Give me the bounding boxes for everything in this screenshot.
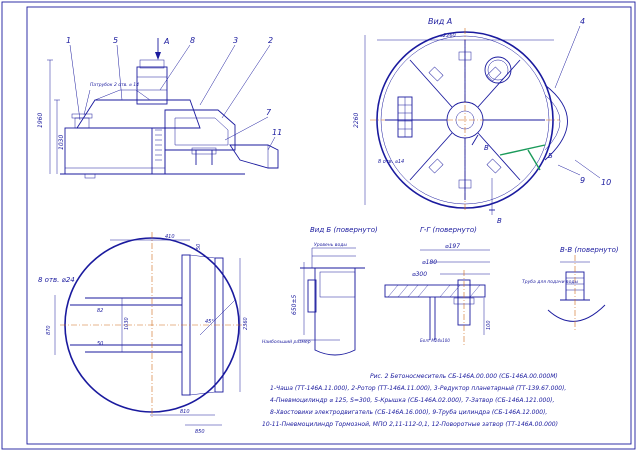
dim-300: ⌀300 <box>412 271 427 278</box>
water-level-label: Уровень воды <box>314 242 347 248</box>
pos-5: 5 <box>113 36 118 45</box>
svg-text:100: 100 <box>486 320 492 330</box>
dim-197: ⌀197 <box>445 243 460 250</box>
plan-view: 45° 410 50 810 850 2360 1030 870 82 50 <box>46 232 249 435</box>
caption-line-1: Рис. 2 Бетоносмеситель СБ-146А.00.000 (С… <box>370 373 558 380</box>
svg-text:1030: 1030 <box>58 135 65 150</box>
outlet-note: Патрубок 2 отв. ⌀ 14 <box>90 82 139 88</box>
caption-block: Рис. 2 Бетоносмеситель СБ-146А.00.000 (С… <box>262 373 566 428</box>
svg-text:1030: 1030 <box>124 317 130 330</box>
svg-text:2360: 2360 <box>243 317 249 330</box>
inspection-hatch <box>484 56 512 84</box>
section-vv <box>547 255 606 330</box>
svg-text:45°: 45° <box>205 319 214 325</box>
caption-line-2: 1-Чаша (ТТ-146А.11.000), 2-Ротор (ТТ-146… <box>270 385 566 392</box>
svg-text:8 отв. ⌀14: 8 отв. ⌀14 <box>378 159 404 165</box>
pos-9: 9 <box>580 176 585 185</box>
section-vv-title: В-В (повернуто) <box>560 246 619 254</box>
section-gg: 100 Болт М24х100 <box>384 249 492 345</box>
discharge-chute <box>229 144 279 169</box>
pneumatic-cylinder <box>544 84 568 161</box>
section-gg-title: Г-Г (повернуто) <box>420 226 477 234</box>
caption-line-4: 8-Хвостовики электродвигатель (СБ-146А.1… <box>270 409 547 416</box>
svg-text:50: 50 <box>97 341 103 347</box>
svg-text:870: 870 <box>46 325 52 335</box>
svg-text:82: 82 <box>97 308 103 314</box>
caption-line-3: 4-Пневмоцилиндр ⌀ 125, S=300, 5-Крышка (… <box>270 397 554 404</box>
mark-v-bottom: В <box>497 217 502 225</box>
view-a-title: Вид А <box>428 17 452 26</box>
motor-tower <box>136 66 168 105</box>
main-side-view: 1960 1030 <box>37 38 279 179</box>
svg-text:Болт М24х100: Болт М24х100 <box>420 338 450 343</box>
pos-4: 4 <box>580 17 585 26</box>
svg-text:⌀2260: ⌀2260 <box>440 33 456 39</box>
drawing-frame <box>26 6 632 445</box>
svg-text:50: 50 <box>196 244 202 250</box>
pos-8: 8 <box>190 36 195 45</box>
svg-text:650±5: 650±5 <box>291 295 298 315</box>
pos-7: 7 <box>266 108 272 117</box>
view-b-note: Наибольший размер <box>262 339 311 345</box>
svg-text:410: 410 <box>165 234 175 240</box>
svg-text:2260: 2260 <box>353 113 360 128</box>
svg-text:850: 850 <box>195 429 205 435</box>
water-pipe-label: Труба для подачи воды <box>522 279 578 285</box>
pos-3: 3 <box>233 36 238 45</box>
svg-text:1960: 1960 <box>37 113 44 128</box>
mark-b-view-a: Б <box>548 152 553 160</box>
pos-11: 11 <box>272 128 282 137</box>
holes-note: 8 отв. ⌀24 <box>38 276 75 284</box>
view-a: 2260 ⌀2260 8 отв. ⌀14 <box>353 25 601 215</box>
lid <box>76 99 201 129</box>
dim-180: ⌀180 <box>422 259 437 266</box>
svg-text:810: 810 <box>180 409 190 415</box>
mark-v-view-a: В <box>484 144 489 152</box>
pos-2: 2 <box>268 36 273 45</box>
pos-1: 1 <box>66 36 71 45</box>
pos-10: 10 <box>601 178 611 187</box>
view-arrow-a: A <box>163 37 169 46</box>
view-b: 650±5 <box>291 247 365 356</box>
bowl-body <box>64 127 166 175</box>
caption-line-5: 10-11-Пневмоцилиндр Тормозной, МПО 2,11-… <box>262 421 558 428</box>
view-b-title: Вид Б (повернуто) <box>310 226 378 234</box>
